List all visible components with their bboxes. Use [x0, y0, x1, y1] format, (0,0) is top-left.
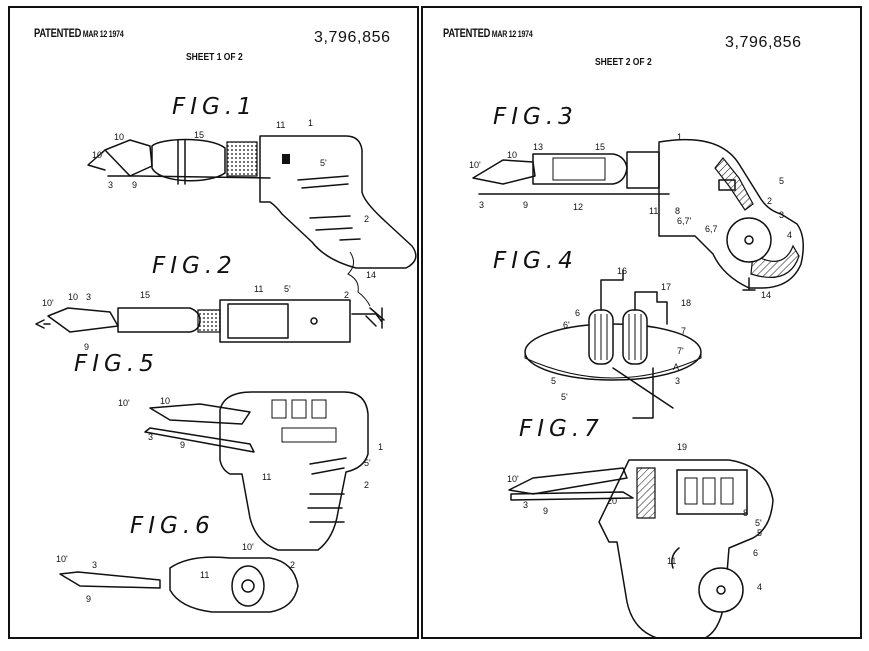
- fig-1-label: FIG.1: [172, 94, 257, 120]
- svg-text:14: 14: [761, 290, 771, 300]
- svg-text:15: 15: [194, 130, 204, 140]
- svg-text:1: 1: [308, 118, 313, 128]
- svg-text:10': 10': [92, 150, 104, 160]
- svg-text:5': 5': [561, 392, 568, 402]
- svg-text:10: 10: [68, 292, 78, 302]
- svg-text:19: 19: [677, 442, 687, 452]
- svg-text:8: 8: [675, 206, 680, 216]
- fig-6-label: FIG.6: [130, 513, 215, 539]
- svg-text:6: 6: [753, 548, 758, 558]
- svg-text:14: 14: [366, 270, 376, 280]
- patent-number: 3,796,856: [725, 34, 802, 51]
- svg-text:6': 6': [563, 320, 570, 330]
- svg-text:10': 10': [507, 474, 519, 484]
- svg-text:9: 9: [523, 200, 528, 210]
- svg-text:3: 3: [86, 292, 91, 302]
- svg-text:11: 11: [262, 472, 271, 482]
- svg-text:2: 2: [364, 480, 369, 490]
- svg-text:5': 5': [284, 284, 291, 294]
- fig-2-drawing: 10' 10 3 15 11 5' 2 9: [35, 284, 383, 352]
- svg-text:2: 2: [364, 214, 369, 224]
- svg-text:5: 5: [779, 176, 784, 186]
- svg-text:10: 10: [160, 396, 170, 406]
- svg-text:10': 10': [118, 398, 130, 408]
- svg-text:10': 10': [42, 298, 54, 308]
- svg-text:11: 11: [276, 120, 285, 130]
- patented-label: PATENTED: [34, 26, 82, 40]
- svg-text:10: 10: [114, 132, 124, 142]
- svg-text:3: 3: [148, 432, 153, 442]
- svg-text:4: 4: [787, 230, 792, 240]
- fig-7-drawing: 10' 19 3 9 20 8 5'5 6 11 4: [507, 442, 774, 639]
- svg-text:11: 11: [200, 570, 209, 580]
- svg-text:9: 9: [132, 180, 137, 190]
- svg-text:10': 10': [242, 542, 254, 552]
- svg-text:10': 10': [56, 554, 68, 564]
- svg-text:5: 5: [551, 376, 556, 386]
- fig-5-drawing: 10' 10 3 9 1 5' 11 2: [118, 391, 383, 551]
- svg-text:9: 9: [84, 342, 89, 352]
- svg-text:6: 6: [575, 308, 580, 318]
- fig-6-drawing: 10' 3 9 10' 11 2: [56, 542, 299, 613]
- svg-text:15: 15: [140, 290, 150, 300]
- svg-text:9: 9: [543, 506, 548, 516]
- svg-text:3: 3: [479, 200, 484, 210]
- svg-text:3: 3: [108, 180, 113, 190]
- svg-text:4: 4: [757, 582, 762, 592]
- svg-text:12: 12: [573, 202, 583, 212]
- svg-text:8: 8: [743, 508, 748, 518]
- svg-text:2: 2: [767, 196, 772, 206]
- svg-text:5': 5': [320, 158, 327, 168]
- svg-text:6,7: 6,7: [705, 224, 718, 234]
- svg-text:13: 13: [533, 142, 543, 152]
- patent-date: MAR 12 1974: [491, 29, 533, 39]
- svg-text:11: 11: [667, 556, 676, 566]
- svg-text:11: 11: [254, 284, 263, 294]
- sheet-label: SHEET 2 OF 2: [595, 57, 652, 68]
- fig-4-drawing: 16 17 18 6 6' 7 7' A 3 5 5': [524, 266, 702, 419]
- svg-text:6,7': 6,7': [677, 216, 692, 226]
- svg-text:16: 16: [617, 266, 627, 276]
- svg-text:17: 17: [661, 282, 671, 292]
- svg-text:3: 3: [523, 500, 528, 510]
- svg-text:5': 5': [364, 458, 371, 468]
- fig-5-label: FIG.5: [74, 351, 159, 377]
- svg-text:7': 7': [677, 346, 684, 356]
- fig-2-label: FIG.2: [152, 253, 237, 279]
- svg-text:15: 15: [595, 142, 605, 152]
- svg-text:2: 2: [290, 560, 295, 570]
- svg-text:2: 2: [344, 290, 349, 300]
- fig-3-label: FIG.3: [493, 104, 578, 130]
- svg-text:18: 18: [681, 298, 691, 308]
- svg-text:9: 9: [180, 440, 185, 450]
- svg-text:A: A: [673, 362, 679, 372]
- svg-text:1: 1: [677, 132, 682, 142]
- svg-text:5': 5': [755, 518, 762, 528]
- svg-text:3: 3: [92, 560, 97, 570]
- svg-text:3: 3: [779, 210, 784, 220]
- svg-text:3: 3: [675, 376, 680, 386]
- svg-text:20: 20: [607, 496, 617, 506]
- svg-text:11: 11: [649, 206, 658, 216]
- svg-text:5: 5: [757, 528, 762, 538]
- patented-label: PATENTED: [443, 26, 491, 40]
- svg-text:7: 7: [681, 326, 686, 336]
- patent-date: MAR 12 1974: [82, 29, 124, 39]
- fig-4-label: FIG.4: [493, 248, 578, 274]
- sheet-label: SHEET 1 OF 2: [186, 52, 243, 63]
- svg-text:10: 10: [507, 150, 517, 160]
- fig-7-label: FIG.7: [519, 416, 604, 442]
- svg-text:9: 9: [86, 594, 91, 604]
- patent-number: 3,796,856: [314, 29, 391, 46]
- svg-text:10': 10': [469, 160, 481, 170]
- svg-text:1: 1: [378, 442, 383, 452]
